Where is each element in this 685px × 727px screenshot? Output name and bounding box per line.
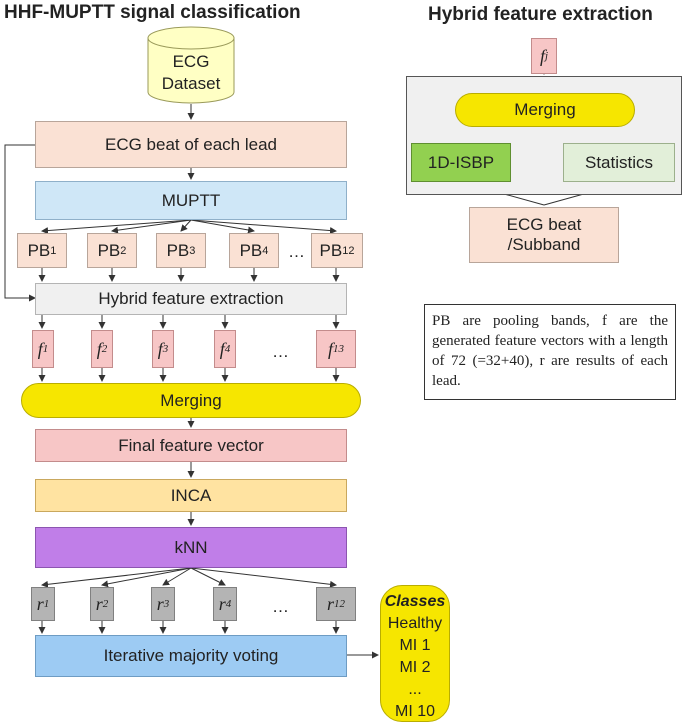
hybrid-feature-box: Hybrid feature extraction <box>35 283 347 315</box>
ecg-beat-label: ECG beat <box>506 215 582 234</box>
right-title: Hybrid feature extraction <box>428 4 653 25</box>
muptt-box: MUPTT <box>35 181 347 220</box>
classes-box: Classes Healthy MI 1 MI 2 ... MI 10 <box>380 585 450 722</box>
right-merging-ellipse: Merging <box>455 93 635 127</box>
database-icon <box>147 26 235 104</box>
class-item: ... <box>408 681 422 698</box>
classes-title: Classes <box>384 593 446 610</box>
class-item: MI 10 <box>394 703 435 720</box>
class-item: MI 1 <box>399 637 431 654</box>
class-item: MI 2 <box>399 659 431 676</box>
dataset-label-1: ECG <box>172 52 210 71</box>
ecg-beat-subband-box: ECG beat /Subband <box>469 207 619 263</box>
inca-box: INCA <box>35 479 347 512</box>
feature-ellipsis: … <box>272 342 289 361</box>
result-ellipsis: … <box>272 597 289 616</box>
legend-note: PB are pooling bands, f are the generate… <box>424 304 676 400</box>
dataset-cylinder: ECG Dataset <box>147 26 235 104</box>
merging-ellipse: Merging <box>21 383 361 418</box>
isbp-box: 1D-ISBP <box>411 143 511 182</box>
statistics-box: Statistics <box>563 143 675 182</box>
class-item: Healthy <box>387 615 443 632</box>
dataset-label-2: Dataset <box>161 74 221 93</box>
final-feature-vector-box: Final feature vector <box>35 429 347 462</box>
subband-label: /Subband <box>507 235 581 254</box>
knn-box: kNN <box>35 527 347 568</box>
pb-ellipsis: … <box>288 242 305 261</box>
left-title: HHF-MUPTT signal classification <box>4 2 301 23</box>
ecg-beat-box: ECG beat of each lead <box>35 121 347 168</box>
majority-voting-box: Iterative majority voting <box>35 635 347 677</box>
